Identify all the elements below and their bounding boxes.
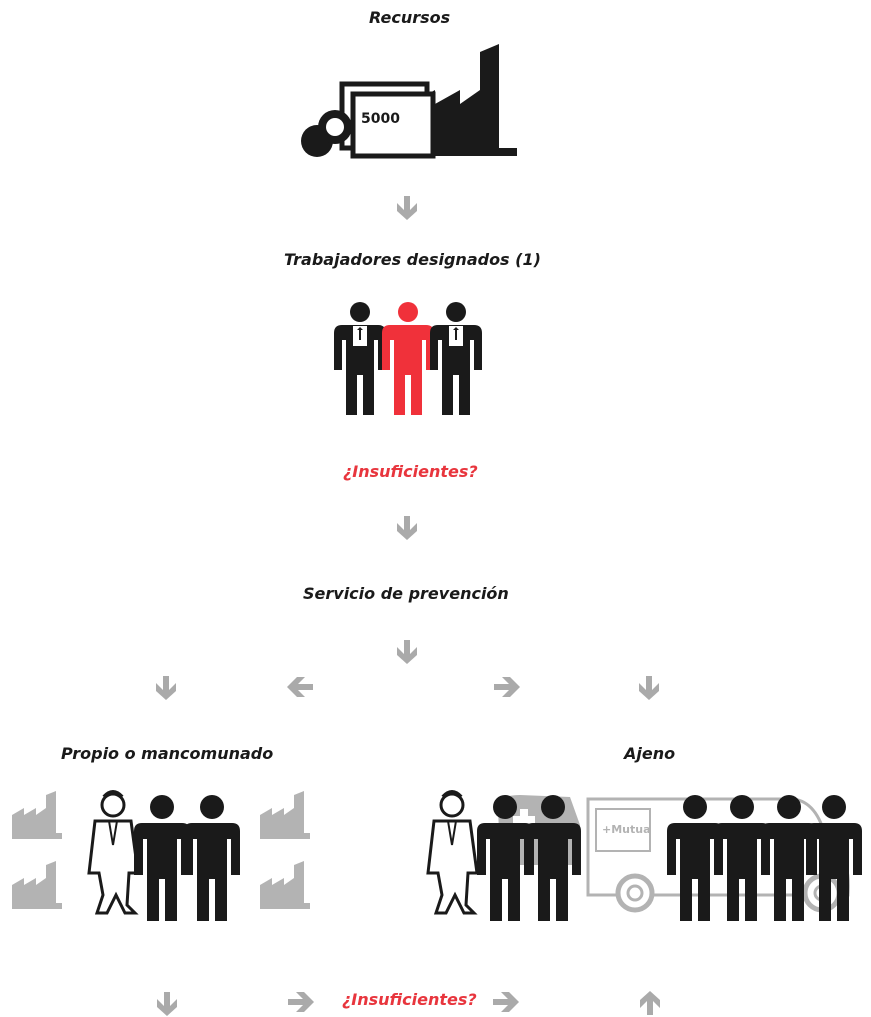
workers-illustration (326, 300, 491, 420)
doctor-icon (87, 790, 140, 915)
arrow-right-icon (493, 992, 519, 1012)
arrow-right-icon (288, 992, 314, 1012)
label-trabajadores: Trabajadores designados (1) (284, 250, 541, 269)
factory-icon (260, 791, 310, 839)
arrow-right-icon (494, 677, 520, 697)
person-icon (184, 795, 240, 921)
worker-icon (430, 302, 482, 415)
factory-icon (410, 44, 517, 156)
label-ajeno: Ajeno (624, 744, 676, 763)
arrow-left-icon (287, 677, 313, 697)
coins-icon (301, 110, 352, 157)
factory-icon (12, 791, 62, 839)
resources-illustration: 5000 (295, 44, 525, 164)
arrow-down-icon (397, 640, 417, 664)
arrow-down-icon (397, 516, 417, 540)
label-propio: Propio o mancomunado (61, 744, 274, 763)
arrow-down-icon (397, 196, 417, 220)
money-value: 5000 (361, 111, 400, 127)
label-recursos: Recursos (369, 8, 451, 27)
van-label: +Mutua (602, 823, 651, 836)
label-insuficientes-bottom: ¿Insuficientes? (342, 990, 477, 1009)
label-insuficientes: ¿Insuficientes? (343, 462, 478, 481)
doctor-icon (426, 790, 479, 915)
factory-icon (260, 861, 310, 909)
arrow-down-icon (639, 676, 659, 700)
person-icon (134, 795, 190, 921)
arrow-down-icon (156, 676, 176, 700)
label-servicio: Servicio de prevención (303, 584, 509, 603)
propio-illustration (10, 785, 330, 925)
worker-icon (334, 302, 386, 415)
factory-icon (12, 861, 62, 909)
arrow-down-icon (157, 992, 177, 1016)
worker-highlighted-icon (382, 302, 434, 415)
arrow-up-icon (640, 991, 660, 1015)
wheel-icon (615, 873, 655, 913)
ajeno-illustration: +Mutua (420, 785, 865, 925)
banknote-icon (350, 91, 436, 159)
